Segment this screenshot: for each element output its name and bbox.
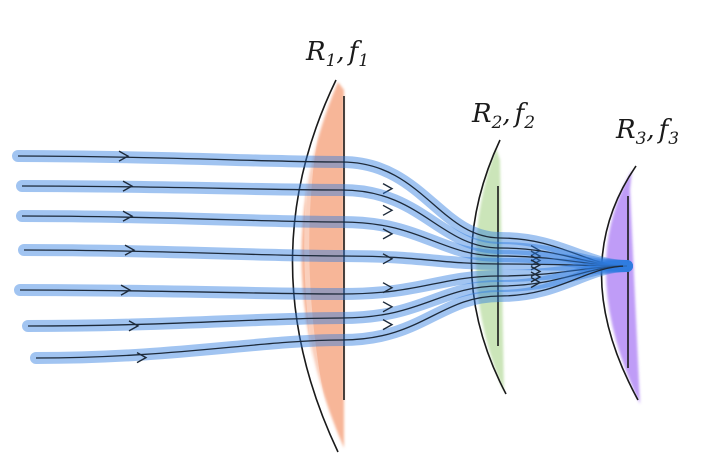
ray-7-arrow-1 bbox=[136, 352, 148, 364]
light-rays bbox=[12, 150, 633, 364]
ray-4-arrow-2 bbox=[382, 253, 394, 265]
ray-2-arrow-1 bbox=[122, 180, 134, 192]
ray-1-arrow-1 bbox=[118, 150, 130, 162]
ray-1 bbox=[17, 155, 628, 267]
lens-3-fill bbox=[605, 170, 640, 404]
lens-1-fill bbox=[301, 82, 344, 448]
lens-3-label: R3,f3 bbox=[615, 115, 679, 149]
ray-2-arrow-3 bbox=[530, 250, 542, 262]
ray-5-arrow-3 bbox=[530, 265, 542, 278]
ray-5 bbox=[19, 265, 628, 295]
ray-7-arrow-3 bbox=[530, 276, 542, 289]
lens-1-curved-surface bbox=[291, 79, 339, 453]
ray-5-arrow-1 bbox=[120, 284, 132, 296]
lens-2-curved-surface bbox=[470, 139, 507, 395]
ray-1-arrow-2 bbox=[382, 182, 394, 195]
ray-6-arrow-2 bbox=[382, 301, 394, 313]
lens-1-label: R1,f1 bbox=[305, 37, 369, 71]
lens-3 bbox=[600, 165, 640, 404]
ray-7-arrow-2 bbox=[382, 318, 394, 331]
ray-3 bbox=[21, 215, 628, 267]
ray-4-arrow-1 bbox=[124, 244, 136, 256]
lens-1-fill-streak bbox=[304, 119, 329, 421]
lens-2-fill bbox=[475, 148, 504, 392]
ray-7 bbox=[35, 265, 628, 359]
focal-point bbox=[623, 262, 631, 270]
lens-2 bbox=[470, 139, 507, 395]
ray-5-arrow-2 bbox=[382, 282, 394, 294]
ray-2 bbox=[21, 185, 628, 267]
lens-2-label: R2,f2 bbox=[471, 99, 535, 133]
lens-1 bbox=[291, 79, 345, 453]
ray-6 bbox=[27, 265, 628, 327]
ray-6-arrow-1 bbox=[128, 320, 140, 332]
ray-4 bbox=[23, 249, 628, 267]
ray-2-arrow-2 bbox=[382, 204, 394, 216]
ray-3-arrow-2 bbox=[382, 228, 394, 240]
ray-6-arrow-3 bbox=[530, 271, 542, 283]
ray-3-arrow-1 bbox=[122, 210, 134, 222]
lens-3-curved-surface bbox=[600, 165, 639, 401]
